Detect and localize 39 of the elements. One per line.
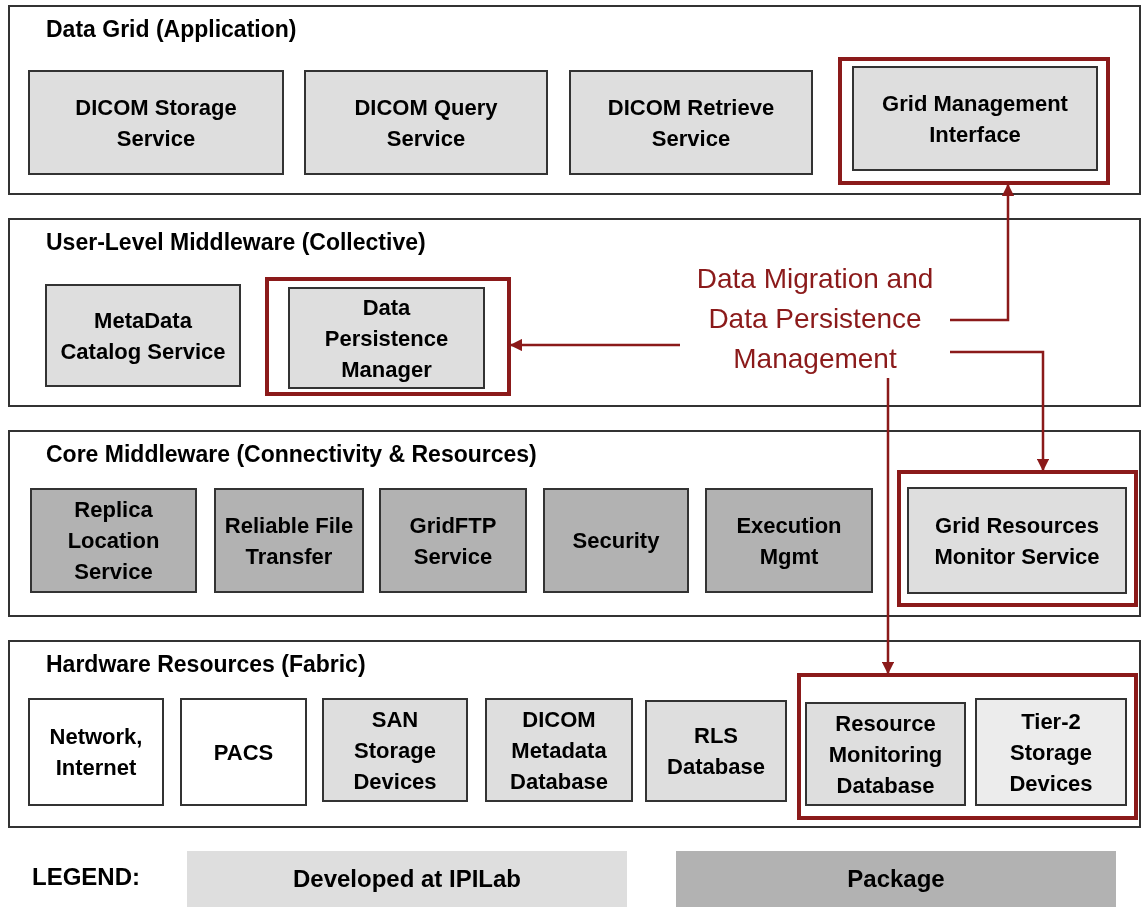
layer-title: User-Level Middleware (Collective)	[46, 228, 426, 257]
layer-panel	[8, 5, 1141, 195]
layer-panel	[8, 640, 1141, 828]
arrow	[950, 183, 1015, 322]
highlight-frame	[897, 470, 1138, 607]
component-box: PACS	[180, 698, 307, 806]
component-box: MetaData Catalog Service	[45, 284, 241, 387]
layer-title: Data Grid (Application)	[46, 15, 297, 44]
layer-panel	[8, 430, 1141, 617]
component-box: Tier-2 Storage Devices	[975, 698, 1127, 806]
legend-swatch: Developed at IPILab	[187, 851, 627, 907]
arrow	[509, 338, 680, 352]
legend-swatch: Package	[676, 851, 1116, 907]
arrow	[881, 378, 895, 675]
layer-panel	[8, 218, 1141, 407]
component-box: DICOM Retrieve Service	[569, 70, 813, 175]
component-box: DICOM Query Service	[304, 70, 548, 175]
legend-title: LEGEND:	[32, 862, 140, 892]
component-box: DICOM Storage Service	[28, 70, 284, 175]
component-box: Grid Management Interface	[852, 66, 1098, 171]
component-box: Security	[543, 488, 689, 593]
component-box: Reliable File Transfer	[214, 488, 364, 593]
component-box: Network, Internet	[28, 698, 164, 806]
component-box: Execution Mgmt	[705, 488, 873, 593]
layer-title: Core Middleware (Connectivity & Resources)	[46, 440, 537, 469]
component-box: GridFTP Service	[379, 488, 527, 593]
highlight-frame	[838, 57, 1110, 185]
component-box: Data Persistence Manager	[288, 287, 485, 389]
highlight-frame	[265, 277, 511, 396]
component-box: RLS Database	[645, 700, 787, 802]
component-box: Resource Monitoring Database	[805, 702, 966, 806]
component-box: SAN Storage Devices	[322, 698, 468, 802]
arrow	[950, 350, 1050, 472]
callout-text: Data Migration and Data Persistence Management	[680, 260, 950, 378]
component-box: Grid Resources Monitor Service	[907, 487, 1127, 594]
layer-title: Hardware Resources (Fabric)	[46, 650, 366, 679]
component-box: DICOM Metadata Database	[485, 698, 633, 802]
component-box: Replica Location Service	[30, 488, 197, 593]
highlight-frame	[797, 673, 1138, 820]
